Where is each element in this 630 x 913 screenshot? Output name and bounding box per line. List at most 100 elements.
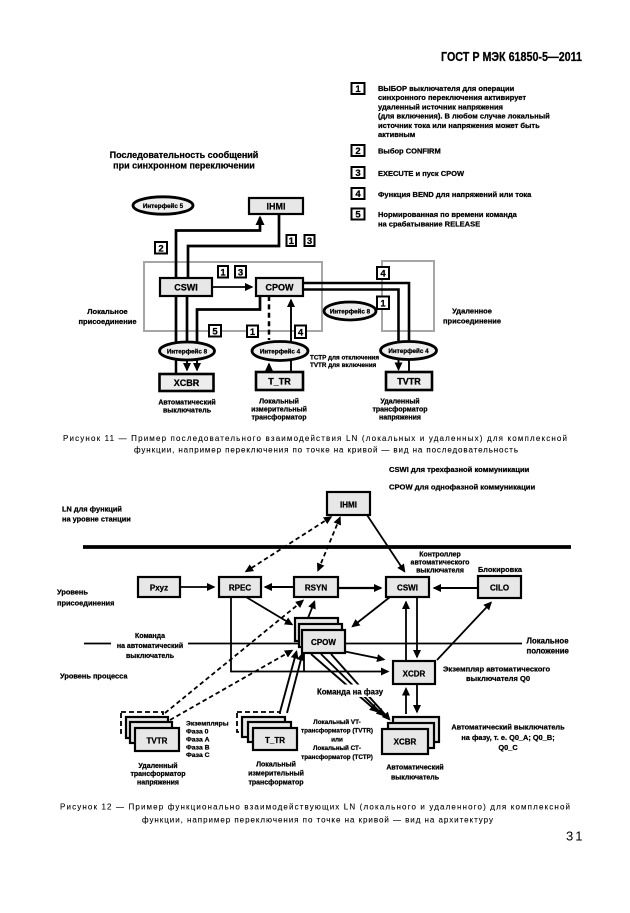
- svg-text:Уровень процесса: Уровень процесса: [60, 672, 128, 681]
- svg-text:источник тока или напряжения м: источник тока или напряжения может быть: [378, 121, 540, 130]
- svg-text:Контроллер: Контроллер: [419, 552, 461, 559]
- svg-text:Интерфейс 4: Интерфейс 4: [388, 347, 429, 355]
- svg-text:Команда на фазу: Команда на фазу: [317, 688, 384, 697]
- svg-text:выключатель: выключатель: [163, 408, 212, 415]
- svg-text:функции, например переключения: функции, например переключения по точке …: [134, 446, 518, 455]
- svg-text:измерительный: измерительный: [248, 770, 304, 778]
- svg-text:5: 5: [355, 210, 361, 221]
- svg-text:2: 2: [355, 146, 360, 157]
- svg-text:Выбор CONFIRM: Выбор CONFIRM: [378, 147, 441, 156]
- svg-text:Автоматический: Автоматический: [386, 764, 443, 772]
- svg-text:1: 1: [220, 268, 226, 279]
- svg-text:Уровень: Уровень: [57, 588, 88, 597]
- svg-text:Последовательность сообщений: Последовательность сообщений: [110, 150, 259, 160]
- svg-text:присоединения: присоединения: [57, 599, 114, 608]
- svg-text:Экземпляр автоматического: Экземпляр автоматического: [443, 665, 550, 674]
- svg-text:1: 1: [355, 84, 361, 95]
- svg-text:2: 2: [158, 244, 163, 255]
- svg-text:выключателя: выключателя: [416, 568, 464, 575]
- svg-text:Локальное: Локальное: [527, 637, 570, 646]
- svg-text:на фазу, т. е. Q0_A; Q0_B;: на фазу, т. е. Q0_A; Q0_B;: [461, 733, 554, 742]
- svg-text:XCDR: XCDR: [403, 670, 426, 679]
- svg-text:4: 4: [298, 328, 304, 339]
- svg-text:ГОСТ Р МЭК 61850-5—2011: ГОСТ Р МЭК 61850-5—2011: [441, 50, 582, 64]
- svg-text:присоединение: присоединение: [443, 317, 501, 326]
- svg-text:положение: положение: [527, 647, 570, 656]
- svg-text:3: 3: [238, 268, 243, 279]
- svg-text:Экземпляры: Экземпляры: [186, 721, 229, 728]
- svg-text:CILO: CILO: [490, 584, 509, 593]
- svg-text:трансформатор (TVTR): трансформатор (TVTR): [301, 728, 373, 735]
- svg-text:функции, например переключения: функции, например переключения по точке …: [142, 816, 493, 825]
- svg-text:синхронного переключения актив: синхронного переключения активирует: [378, 93, 526, 102]
- svg-text:Автоматический выключатель: Автоматический выключатель: [451, 723, 565, 732]
- svg-text:Локальный: Локальный: [256, 761, 296, 769]
- svg-text:Фаза С: Фаза С: [186, 752, 210, 759]
- svg-text:автоматического: автоматического: [411, 560, 470, 567]
- svg-text:на уровне станции: на уровне станции: [62, 515, 131, 524]
- svg-text:Удаленное: Удаленное: [452, 307, 492, 316]
- svg-text:5: 5: [212, 327, 218, 338]
- svg-text:RSYN: RSYN: [305, 584, 327, 593]
- svg-text:CSWI: CSWI: [174, 283, 198, 293]
- svg-text:Pxyz: Pxyz: [150, 584, 168, 593]
- svg-text:Блокировка: Блокировка: [478, 565, 523, 574]
- svg-text:Интерфейс 8: Интерфейс 8: [330, 308, 371, 316]
- svg-text:или: или: [331, 737, 343, 744]
- svg-text:при синхронном переключении: при синхронном переключении: [113, 161, 255, 171]
- svg-text:напряжения: напряжения: [137, 780, 179, 787]
- svg-text:4: 4: [380, 269, 386, 280]
- svg-text:Команда: Команда: [135, 633, 165, 640]
- svg-text:Фаза А: Фаза А: [186, 737, 210, 744]
- svg-text:на срабатывание RELEASE: на срабатывание RELEASE: [378, 220, 480, 229]
- svg-text:(для включения). В любом случа: (для включения). В любом случае локальны…: [378, 112, 550, 121]
- svg-text:T_TR: T_TR: [268, 377, 291, 387]
- svg-text:присоединение: присоединение: [78, 317, 136, 326]
- svg-text:Интерфейс 5: Интерфейс 5: [143, 202, 184, 210]
- svg-text:Фаза В: Фаза В: [186, 745, 210, 752]
- svg-text:Фаза 0: Фаза 0: [186, 729, 209, 736]
- svg-text:Интерфейс 8: Интерфейс 8: [167, 348, 208, 356]
- svg-text:1: 1: [380, 299, 386, 310]
- svg-text:Локальный VT-: Локальный VT-: [313, 718, 360, 726]
- svg-text:Удаленный: Удаленный: [138, 762, 177, 770]
- svg-text:CSWI: CSWI: [397, 584, 418, 593]
- svg-text:TVTR: TVTR: [147, 737, 168, 746]
- svg-text:IHMI: IHMI: [340, 501, 357, 510]
- svg-text:RPEC: RPEC: [229, 584, 251, 593]
- svg-text:1: 1: [289, 236, 295, 247]
- svg-text:Интерфейс 4: Интерфейс 4: [260, 348, 301, 356]
- svg-text:активным: активным: [378, 130, 416, 139]
- svg-text:Автоматический: Автоматический: [158, 399, 215, 407]
- svg-text:выключателя Q0: выключателя Q0: [466, 674, 530, 683]
- svg-text:Рисунок 12 — Пример функционал: Рисунок 12 — Пример функционально взаимо…: [60, 803, 570, 812]
- svg-text:трансформатор: трансформатор: [251, 415, 306, 422]
- svg-text:Нормированная по времени коман: Нормированная по времени команда: [378, 210, 518, 219]
- svg-text:31: 31: [566, 829, 584, 844]
- svg-text:выключатель: выключатель: [391, 775, 440, 782]
- svg-text:EXECUTE и пуск CPOW: EXECUTE и пуск CPOW: [378, 169, 465, 178]
- svg-text:Рисунок 11 — Пример последоват: Рисунок 11 — Пример последовательного вз…: [63, 434, 567, 443]
- svg-text:ТСТР для отключения: ТСТР для отключения: [310, 355, 379, 362]
- svg-text:Функция BEND для напряжений ил: Функция BEND для напряжений или тока: [378, 190, 532, 199]
- svg-text:4: 4: [355, 189, 361, 200]
- svg-text:удаленный источник напряжения: удаленный источник напряжения: [378, 102, 503, 111]
- svg-text:1: 1: [250, 327, 256, 338]
- svg-text:XCBR: XCBR: [174, 378, 200, 388]
- svg-text:LN для функций: LN для функций: [62, 505, 122, 514]
- svg-text:Q0_C: Q0_C: [498, 743, 518, 752]
- svg-text:Удаленный: Удаленный: [380, 398, 419, 406]
- svg-text:CSWI для трехфазной коммуникац: CSWI для трехфазной коммуникации: [389, 465, 530, 474]
- svg-text:ВЫБОР выключателя для операции: ВЫБОР выключателя для операции: [378, 84, 515, 93]
- svg-text:на автоматический: на автоматический: [117, 642, 183, 650]
- svg-text:3: 3: [355, 168, 360, 179]
- svg-text:Локальное: Локальное: [87, 307, 127, 316]
- svg-text:выключатель: выключатель: [126, 653, 175, 660]
- svg-text:трансформатор (ТСТР): трансформатор (ТСТР): [301, 754, 373, 761]
- svg-text:CPOW для однофазной коммуникац: CPOW для однофазной коммуникации: [389, 483, 535, 492]
- svg-text:XCBR: XCBR: [394, 738, 417, 747]
- svg-text:напряжения: напряжения: [379, 415, 421, 422]
- svg-text:трансформатор: трансформатор: [130, 771, 185, 778]
- svg-text:Локальный: Локальный: [259, 398, 299, 406]
- svg-text:CPOW: CPOW: [311, 638, 336, 647]
